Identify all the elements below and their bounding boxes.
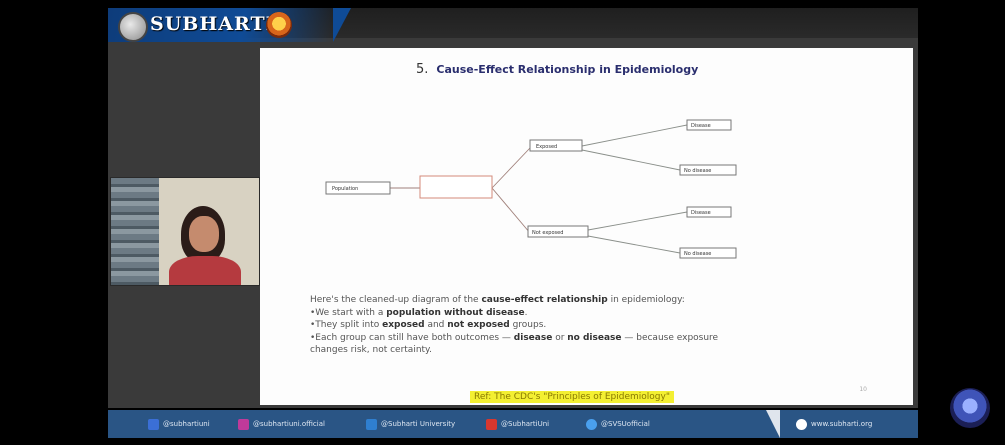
footer-instagram[interactable]: @subhartiuni.official [238, 410, 325, 438]
edge-exposed-nodisease [581, 149, 681, 171]
node-outcome-4 [679, 247, 737, 259]
footer-website[interactable]: www.subharti.org [796, 410, 872, 438]
presenter-webcam [110, 177, 260, 286]
side-emblem-icon [950, 388, 990, 428]
brand-name: SUBHARTI [150, 13, 276, 35]
university-logo-icon [118, 12, 148, 42]
presenter-face [189, 216, 219, 252]
footer-twitter-label: @SVSUofficial [601, 420, 650, 428]
node-not-exposed-label: Not exposed [532, 230, 563, 236]
body-line-5: changes risk, not certainty. [310, 345, 432, 355]
instagram-icon [238, 418, 249, 430]
node-exposed-label: Exposed [536, 144, 557, 150]
facebook-icon [148, 418, 159, 430]
body-line-1: Here's the cleaned-up diagram of the cau… [310, 295, 685, 305]
footer-divider [766, 410, 780, 438]
node-outcome-2-label: No disease [684, 168, 711, 174]
linkedin-icon [366, 418, 377, 430]
body-line-3: •They split into exposed and not exposed… [310, 320, 547, 330]
globe-icon [796, 418, 807, 430]
reference-note: Ref: The CDC's "Principles of Epidemiolo… [470, 391, 674, 403]
body-line-4: •Each group can still have both outcomes… [310, 332, 719, 343]
node-outcome-3-label: Disease [691, 210, 711, 216]
edge-notexposed-disease [587, 211, 688, 231]
twitter-icon [586, 418, 597, 430]
edge-split-exposed [491, 147, 531, 189]
slide-number: 5. [416, 62, 429, 77]
node-outcome-1 [686, 119, 732, 131]
presenter-body [169, 256, 241, 285]
youtube-icon [486, 418, 497, 430]
node-not-exposed [527, 225, 589, 238]
edge-split-notexposed [491, 187, 531, 234]
footer-youtube[interactable]: @SubhartiUni [486, 410, 549, 438]
body-line-2: •We start with a population without dise… [310, 307, 528, 318]
presentation-slide: 5. Cause-Effect Relationship in Epidemiol… [260, 48, 913, 405]
edge-notexposed-nodisease [587, 235, 681, 254]
node-outcome-1-label: Disease [691, 123, 711, 129]
node-outcome-4-label: No disease [684, 251, 711, 257]
node-outcome-3 [686, 206, 732, 218]
cause-effect-diagram: Population Exposed Not exposed Disease N… [325, 119, 737, 259]
footer-twitter[interactable]: @SVSUofficial [586, 410, 650, 438]
footer-instagram-label: @subhartiuni.official [253, 420, 325, 428]
node-population-label: Population [332, 186, 358, 192]
slide-page-number: 10 [859, 386, 867, 393]
footer-youtube-label: @SubhartiUni [501, 420, 550, 428]
edge-exposed-disease [581, 124, 688, 147]
slide-title: 5. Cause-Effect Relationship in Epidemiol… [416, 62, 698, 77]
slide-title-text: Cause-Effect Relationship in Epidemiolog… [436, 63, 699, 76]
bookshelf [111, 178, 159, 285]
footer-facebook[interactable]: @subhartiuni [148, 410, 210, 438]
node-population [325, 181, 391, 195]
node-outcome-2 [679, 164, 737, 176]
slide-body-text: Here's the cleaned-up diagram of the cau… [310, 294, 900, 357]
node-exposed [529, 139, 583, 152]
footer-linkedin[interactable]: @Subharti University [366, 410, 455, 438]
footer-website-label: www.subharti.org [811, 420, 873, 428]
footer-facebook-label: @subhartiuni [163, 420, 210, 428]
footer-linkedin-label: @Subharti University [381, 420, 456, 428]
emblem-icon [266, 12, 292, 38]
node-split [419, 175, 493, 199]
social-footer: @subhartiuni @subhartiuni.official @Subh… [108, 410, 918, 438]
